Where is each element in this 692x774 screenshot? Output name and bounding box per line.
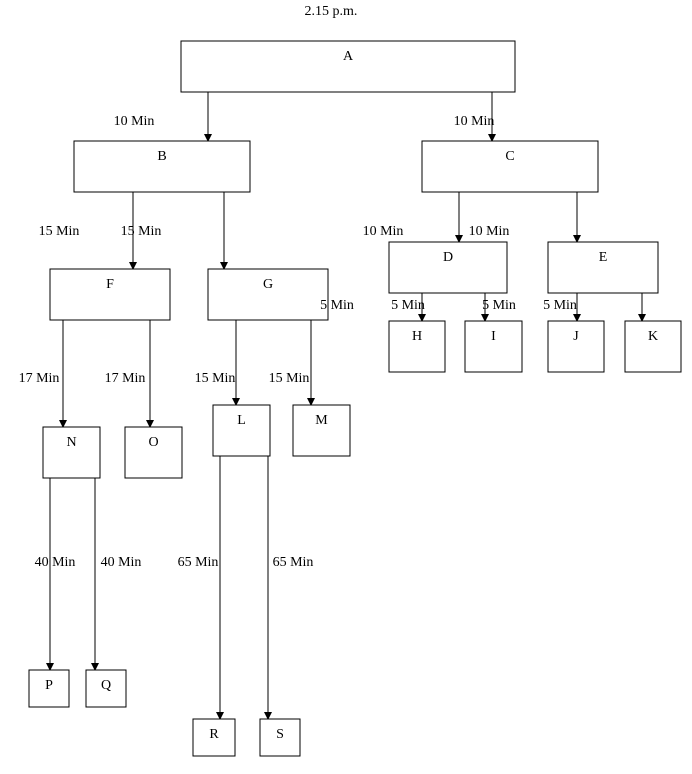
- node-a: A: [180, 40, 516, 93]
- node-label-b: B: [157, 149, 166, 164]
- node-label-n: N: [66, 435, 76, 450]
- node-label-s: S: [276, 727, 284, 742]
- edge-label-l-s: 65 Min: [273, 555, 314, 570]
- node-d: D: [388, 241, 508, 294]
- edge-label-e-k: 5 Min: [320, 298, 354, 313]
- node-q: Q: [85, 669, 127, 708]
- node-label-e: E: [599, 250, 608, 265]
- edge-labels-layer: 10 Min 10 Min 15 Min 15 Min 10 Min 10 Min 5 Mi…: [19, 114, 577, 570]
- edge-label-l-r: 65 Min: [178, 555, 219, 570]
- node-label-d: D: [443, 250, 453, 265]
- edge-label-g-l: 15 Min: [195, 371, 236, 386]
- edge-label-g-m: 15 Min: [269, 371, 310, 386]
- edge-label-f-o: 17 Min: [105, 371, 146, 386]
- node-j: J: [547, 320, 605, 373]
- node-f: F: [49, 268, 171, 321]
- node-box-o: [124, 426, 183, 479]
- node-box-d: [388, 241, 508, 294]
- node-label-c: C: [505, 149, 514, 164]
- node-l: L: [212, 404, 271, 457]
- node-label-f: F: [106, 277, 114, 292]
- node-e: E: [547, 241, 659, 294]
- edge-label-e-j: 5 Min: [543, 298, 577, 313]
- node-box-p: [28, 669, 70, 708]
- node-label-a: A: [343, 49, 354, 64]
- nodes-layer: A B C D E F G H I J K L M N O P Q R S: [28, 40, 682, 757]
- node-b: B: [73, 140, 251, 193]
- node-label-k: K: [648, 329, 658, 344]
- edges-layer: [46, 92, 646, 720]
- node-box-i: [464, 320, 523, 373]
- node-box-k: [624, 320, 682, 373]
- edge-label-a-b: 10 Min: [114, 114, 155, 129]
- node-label-j: J: [573, 329, 579, 344]
- node-box-l: [212, 404, 271, 457]
- node-box-h: [388, 320, 446, 373]
- edge-label-d-i: 5 Min: [482, 298, 516, 313]
- node-m: M: [292, 404, 351, 457]
- node-box-g: [207, 268, 329, 321]
- node-box-r: [192, 718, 236, 757]
- node-s: S: [259, 718, 301, 757]
- node-label-p: P: [45, 678, 53, 693]
- edge-label-n-p: 40 Min: [35, 555, 76, 570]
- node-box-q: [85, 669, 127, 708]
- node-g: G: [207, 268, 329, 321]
- edge-label-d-h: 5 Min: [391, 298, 425, 313]
- header-time: 2.15 p.m.: [305, 4, 358, 19]
- node-label-m: M: [315, 413, 328, 428]
- edge-label-c-d: 10 Min: [363, 224, 404, 239]
- node-label-q: Q: [101, 678, 111, 693]
- node-box-e: [547, 241, 659, 294]
- node-label-g: G: [263, 277, 273, 292]
- node-c: C: [421, 140, 599, 193]
- node-label-h: H: [412, 329, 422, 344]
- node-n: N: [42, 426, 101, 479]
- node-p: P: [28, 669, 70, 708]
- node-box-m: [292, 404, 351, 457]
- edge-label-n-q: 40 Min: [101, 555, 142, 570]
- node-o: O: [124, 426, 183, 479]
- node-k: K: [624, 320, 682, 373]
- edge-label-c-e: 10 Min: [469, 224, 510, 239]
- node-label-i: I: [491, 329, 496, 344]
- node-box-f: [49, 268, 171, 321]
- node-box-n: [42, 426, 101, 479]
- edge-label-b-f: 15 Min: [39, 224, 80, 239]
- node-box-s: [259, 718, 301, 757]
- node-box-a: [180, 40, 516, 93]
- edge-label-a-c: 10 Min: [454, 114, 495, 129]
- node-label-o: O: [148, 435, 158, 450]
- node-i: I: [464, 320, 523, 373]
- edge-label-f-n: 17 Min: [19, 371, 60, 386]
- node-h: H: [388, 320, 446, 373]
- node-box-c: [421, 140, 599, 193]
- edge-label-b-g: 15 Min: [121, 224, 162, 239]
- node-box-b: [73, 140, 251, 193]
- node-label-r: R: [209, 727, 219, 742]
- node-r: R: [192, 718, 236, 757]
- node-box-j: [547, 320, 605, 373]
- node-label-l: L: [237, 413, 246, 428]
